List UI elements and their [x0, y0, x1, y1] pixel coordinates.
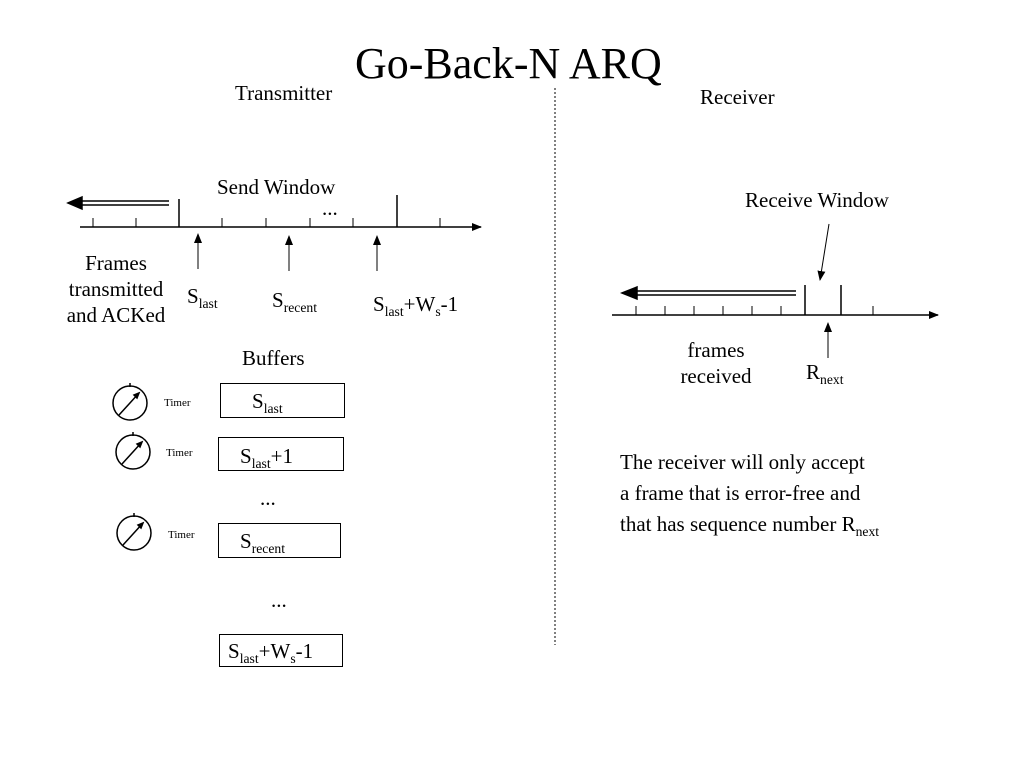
timer-label-1: Timer: [164, 397, 191, 409]
buffer-slot-3: [218, 523, 341, 558]
receive-window-label: Receive Window: [745, 188, 889, 212]
r-next-label: Rnext: [806, 360, 844, 387]
send-window-label: Send Window: [217, 175, 336, 199]
buffer-slot-1: [220, 383, 345, 418]
frames-acked-line-1: Frames: [85, 251, 147, 275]
s-last-ws-label: Slast+Ws-1: [373, 292, 459, 319]
page-title: Go-Back-N ARQ: [355, 39, 662, 88]
transmitter-ticks: [92, 218, 441, 227]
receiver-note-line-2: a frame that is error-free and: [620, 481, 861, 505]
timer-label-2: Timer: [166, 447, 193, 459]
buffers-ellipsis-1: ...: [260, 486, 276, 510]
receiver-note-line-3: that has sequence number Rnext: [620, 512, 880, 539]
frames-acked-line-2: transmitted: [68, 277, 164, 301]
buffer-slot-2-label: Slast+1: [240, 444, 293, 471]
buffer-slot-4: [219, 634, 343, 667]
received-arrow: [619, 285, 796, 301]
timer-icon-3: [116, 513, 152, 551]
send-window-boundaries: [178, 195, 398, 227]
s-last-label: Slast: [187, 284, 218, 311]
buffers-heading: Buffers: [242, 346, 305, 370]
timer-icon-1: [112, 383, 148, 421]
receiver-ticks: [635, 306, 874, 315]
frames-acked-line-3: and ACKed: [66, 303, 166, 327]
s-recent-label: Srecent: [272, 288, 318, 315]
acked-arrow: [66, 195, 169, 211]
timer-icon-2: [115, 432, 151, 470]
frames-received-line-1: frames: [687, 338, 745, 362]
receiver-heading: Receiver: [700, 85, 775, 109]
receiver-note: The receiver will only accept a frame th…: [620, 447, 879, 540]
frames-acked-label: Frames transmitted and ACKed: [58, 250, 174, 328]
transmitter-heading: Transmitter: [235, 81, 333, 105]
buffer-slot-1-label: Slast: [252, 389, 283, 416]
receive-window-boundaries: [804, 285, 842, 315]
receive-window-pointer: [817, 223, 830, 281]
receiver-note-line-1: The receiver will only accept: [620, 450, 865, 474]
send-window-ellipsis: ...: [322, 196, 338, 220]
frames-received-label: frames received: [670, 337, 762, 389]
buffers-ellipsis-2: ...: [271, 588, 287, 612]
frames-received-line-2: received: [680, 364, 752, 388]
timer-label-3: Timer: [168, 529, 195, 541]
buffer-slot-2: [218, 437, 344, 471]
buffer-slot-4-label: Slast+Ws-1: [228, 639, 314, 666]
buffer-slot-3-label: Srecent: [240, 529, 286, 556]
